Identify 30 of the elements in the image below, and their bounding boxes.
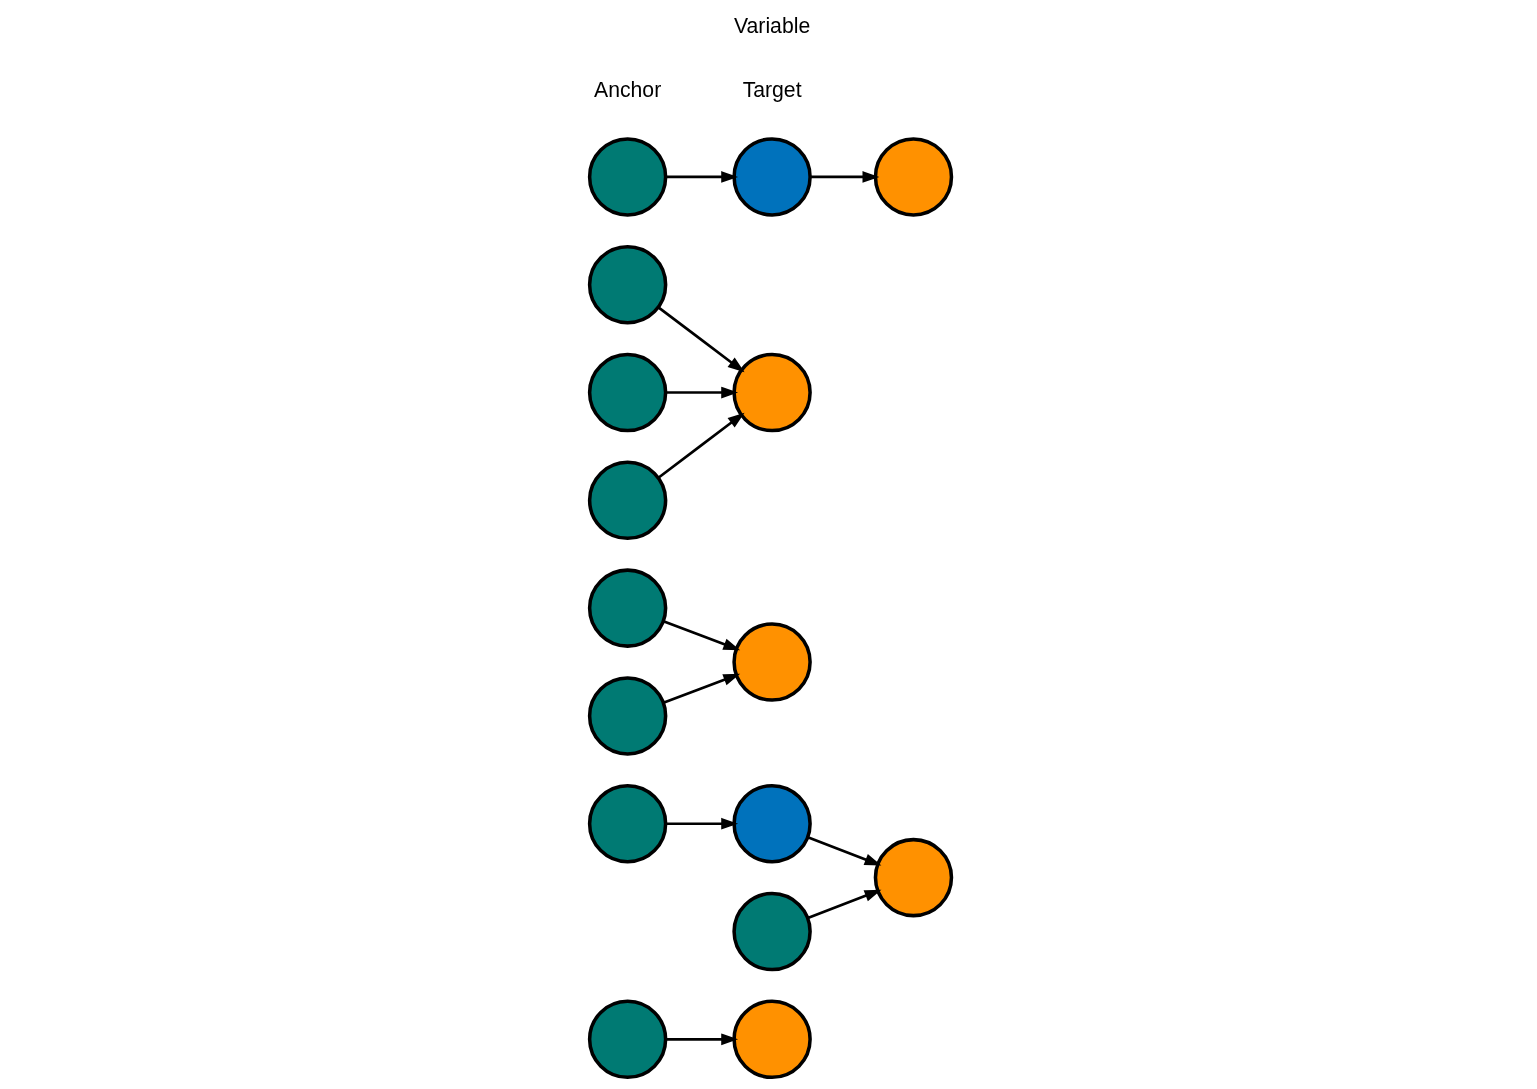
node-circle bbox=[587, 460, 667, 541]
label: Anchor bbox=[593, 77, 661, 101]
node-circle bbox=[587, 352, 667, 433]
node-circle bbox=[587, 137, 667, 217]
arrow bbox=[806, 889, 881, 920]
node-circle bbox=[587, 676, 667, 756]
label: Variable bbox=[733, 14, 810, 38]
arrow bbox=[665, 1033, 738, 1046]
node-circle bbox=[873, 137, 953, 217]
arrow bbox=[806, 835, 881, 866]
label: Target bbox=[742, 77, 802, 101]
node-circle bbox=[731, 891, 812, 972]
arrow bbox=[665, 171, 738, 183]
node-circle bbox=[731, 783, 812, 864]
node-circle bbox=[587, 568, 667, 648]
node-circle bbox=[731, 622, 812, 702]
node-circle bbox=[731, 137, 812, 217]
node-circle bbox=[587, 783, 667, 864]
arrow bbox=[657, 412, 745, 479]
node-circle bbox=[731, 352, 812, 433]
node-circle bbox=[587, 999, 667, 1080]
node-circle bbox=[587, 244, 667, 325]
arrow bbox=[665, 386, 738, 399]
arrow bbox=[809, 171, 879, 183]
arrow bbox=[665, 817, 738, 830]
node-circle bbox=[873, 837, 953, 918]
arrow bbox=[662, 620, 740, 651]
arrow bbox=[657, 306, 745, 373]
node-circle bbox=[731, 999, 812, 1080]
arrow bbox=[662, 673, 740, 704]
